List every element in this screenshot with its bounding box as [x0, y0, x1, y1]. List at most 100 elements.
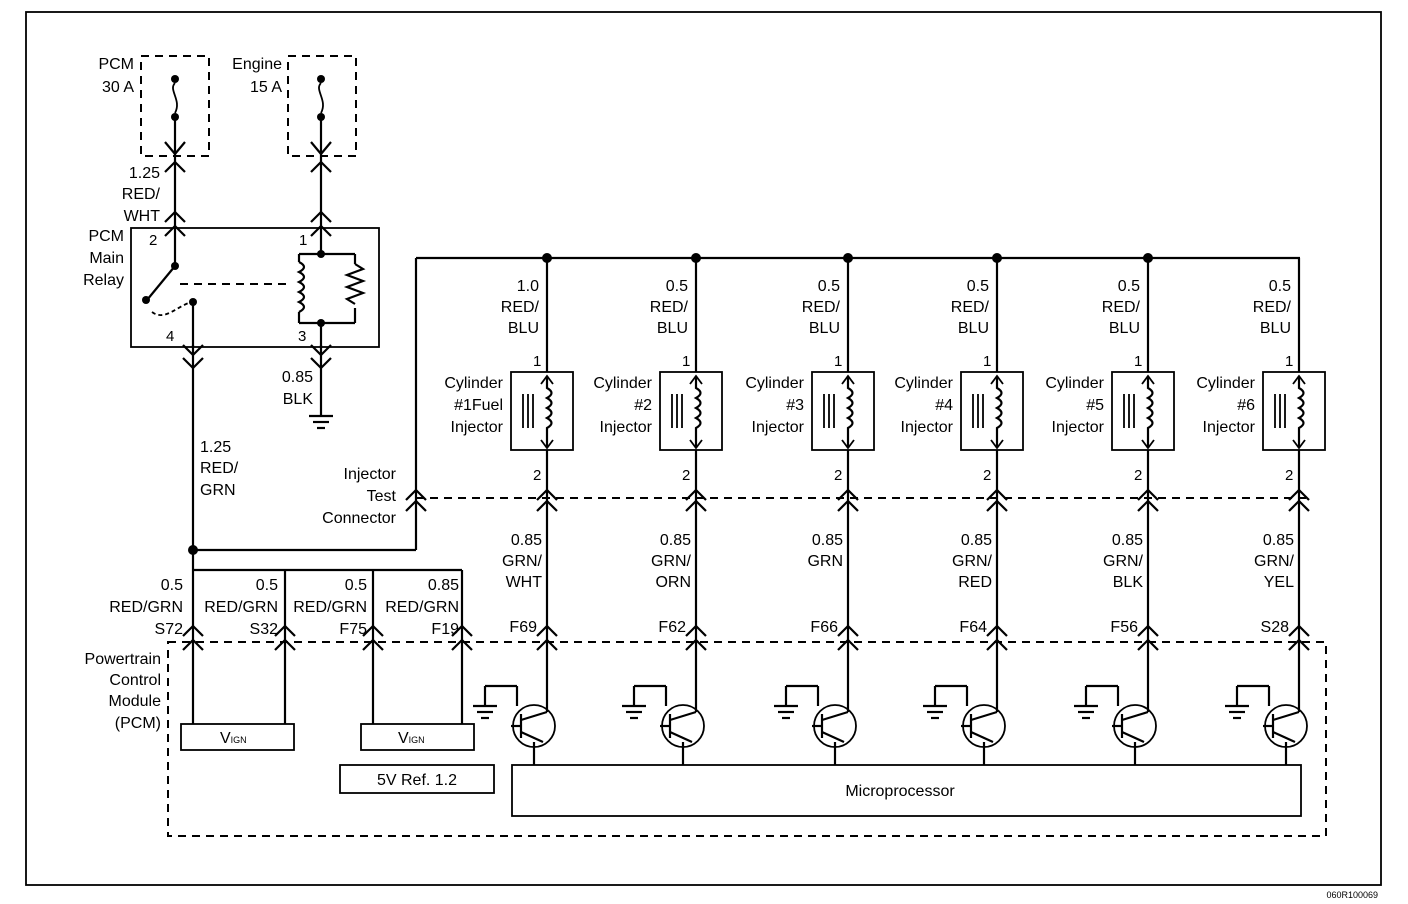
feed-wire-label: BLU — [809, 320, 840, 337]
relay-pin-3: 3 — [298, 328, 306, 345]
injector-column-1: 1.0RED/BLU12Cylinder#1FuelInjector0.85GR… — [444, 253, 574, 765]
relay-input-wire-color2: WHT — [124, 208, 161, 225]
test-connector-label-3: Connector — [322, 510, 396, 527]
driver-transistor-icon — [511, 704, 556, 765]
signal-wire-label: 0.85 — [511, 532, 542, 549]
feed-wire-label: 0.5 — [1118, 278, 1140, 295]
svg-text:RED/GRN: RED/GRN — [385, 599, 459, 616]
injector-pin-2: 2 — [533, 467, 541, 484]
figure-id: 060R100069 — [1326, 890, 1378, 900]
injector-coil-icon — [693, 376, 702, 448]
fuse-engine-rating: 15 A — [250, 79, 282, 96]
relay-input-wire-gauge: 1.25 — [129, 165, 160, 182]
cylinder-label: #3 — [786, 397, 804, 414]
signal-wire-label: 0.85 — [660, 532, 691, 549]
signal-wire-label: 0.85 — [961, 532, 992, 549]
svg-text:0.85: 0.85 — [428, 577, 459, 594]
pcm-ground-icon — [1074, 704, 1098, 720]
cylinder-label: Cylinder — [1196, 375, 1255, 392]
pcm-feed-s72: 0.5 RED/GRN S72 — [109, 577, 204, 651]
cylinder-label: Cylinder — [444, 375, 503, 392]
fuse-pcm-rating: 30 A — [102, 79, 134, 96]
pcm-name-4: (PCM) — [115, 715, 161, 732]
injector-body — [1111, 371, 1175, 451]
feed-wire-label: 0.5 — [666, 278, 688, 295]
injector-column-5: 0.5RED/BLU12Cylinder#5Injector0.85GRN/BL… — [1045, 253, 1175, 765]
cylinder-label: Injector — [752, 419, 805, 436]
pcm-name-1: Powertrain — [85, 651, 161, 668]
injector-body — [510, 371, 574, 451]
injector-coil-icon — [1145, 376, 1154, 448]
pcm-terminal-label: F69 — [509, 619, 537, 636]
fuse-pcm-30a: PCM 30 A — [98, 55, 210, 157]
driver-transistor-icon — [1263, 704, 1308, 765]
injector-pin-2: 2 — [834, 467, 842, 484]
vign-block-1 — [180, 723, 295, 751]
feed-wire-label: BLU — [958, 320, 989, 337]
injector-pin-1: 1 — [1134, 353, 1142, 370]
feed-wire-label: RED/ — [650, 299, 689, 316]
svg-text:RED/GRN: RED/GRN — [293, 599, 367, 616]
driver-transistor-icon — [961, 704, 1006, 765]
cylinder-label: Injector — [901, 419, 954, 436]
pcm-feed-f75: 0.5 RED/GRN F75 — [293, 577, 384, 651]
ground-wire-color: BLK — [283, 391, 314, 408]
cylinder-label: Cylinder — [894, 375, 953, 392]
relay-name-2: Main — [89, 250, 124, 267]
cylinder-label: #4 — [935, 397, 953, 414]
svg-text:RED/GRN: RED/GRN — [109, 599, 183, 616]
injector-column-2: 0.5RED/BLU12Cylinder#2Injector0.85GRN/OR… — [593, 253, 723, 765]
injector-column-4: 0.5RED/BLU12Cylinder#4Injector0.85GRN/RE… — [894, 253, 1024, 765]
feed-wire-label: BLU — [1109, 320, 1140, 337]
microprocessor-label: Microprocessor — [845, 783, 955, 800]
pcm-ground-icon — [473, 704, 497, 720]
feed-wire-label: RED/ — [802, 299, 841, 316]
feed-wire-label: 1.0 — [517, 278, 539, 295]
microprocessor-block — [511, 764, 1302, 817]
signal-wire-label: GRN/ — [502, 553, 543, 570]
feed-wire-label: BLU — [657, 320, 688, 337]
cylinder-label: #1Fuel — [454, 397, 503, 414]
svg-text:F19: F19 — [431, 621, 459, 638]
signal-wire-label: 0.85 — [1112, 532, 1143, 549]
test-connector-label-2: Test — [367, 488, 397, 505]
svg-text:0.5: 0.5 — [161, 577, 183, 594]
pcm-feed-s32: 0.5 RED/GRN S32 — [204, 577, 296, 651]
signal-wire-label: RED — [958, 574, 992, 591]
ground-wire-gauge: 0.85 — [282, 369, 313, 386]
test-connector-label-1: Injector — [344, 466, 397, 483]
driver-transistor-icon — [812, 704, 857, 765]
driver-transistor-icon — [1112, 704, 1157, 765]
pcm-ground-icon — [923, 704, 947, 720]
feed-wire-label: 0.5 — [818, 278, 840, 295]
svg-text:RED/GRN: RED/GRN — [204, 599, 278, 616]
relay-output-wire-color2: GRN — [200, 482, 236, 499]
relay-pin-1: 1 — [299, 232, 307, 249]
signal-wire-label: GRN/ — [651, 553, 692, 570]
relay-output-wire-color1: RED/ — [200, 460, 239, 477]
relay-input-wire-color1: RED/ — [122, 186, 161, 203]
feed-wire-label: RED/ — [951, 299, 990, 316]
cylinder-label: Injector — [600, 419, 653, 436]
signal-wire-label: GRN/ — [1103, 553, 1144, 570]
svg-text:0.5: 0.5 — [256, 577, 278, 594]
signal-wire-label: YEL — [1264, 574, 1294, 591]
signal-wire-label: 0.85 — [1263, 532, 1294, 549]
injector-pin-1: 1 — [533, 353, 541, 370]
injector-pin-1: 1 — [682, 353, 690, 370]
injector-body — [659, 371, 723, 451]
cylinder-label: Cylinder — [1045, 375, 1104, 392]
injector-pin-2: 2 — [1285, 467, 1293, 484]
injector-coil-icon — [1296, 376, 1305, 448]
pcm-ground-icon — [774, 704, 798, 720]
svg-text:0.5: 0.5 — [345, 577, 367, 594]
feed-wire-label: RED/ — [501, 299, 540, 316]
injector-pin-2: 2 — [682, 467, 690, 484]
feed-wire-label: 0.5 — [967, 278, 989, 295]
injector-body — [811, 371, 875, 451]
cylinder-label: #5 — [1086, 397, 1104, 414]
vign-block-2 — [360, 723, 475, 751]
injector-pin-1: 1 — [983, 353, 991, 370]
